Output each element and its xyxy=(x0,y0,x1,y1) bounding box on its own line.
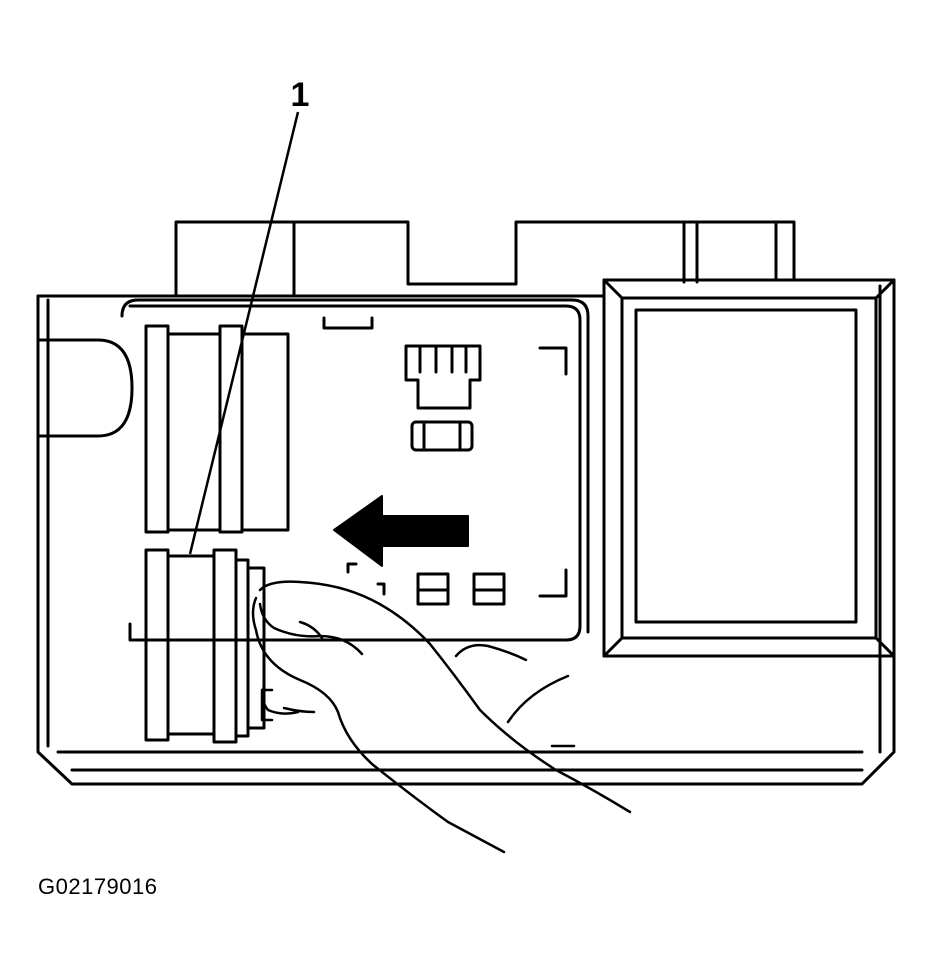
side-bump xyxy=(38,338,134,438)
module-housing xyxy=(36,280,896,786)
figure-id: G02179016 xyxy=(38,874,158,899)
comb-connector xyxy=(404,344,482,452)
hand xyxy=(251,580,632,854)
callout-label-1: 1 xyxy=(291,76,310,114)
upper-relay-row xyxy=(144,324,290,534)
removal-direction-arrow xyxy=(333,495,469,567)
corner-brackets xyxy=(538,346,568,598)
fuse-well xyxy=(120,298,590,642)
mini-fuses xyxy=(346,562,506,606)
callout-leader-line xyxy=(188,111,300,555)
top-connector-tabs xyxy=(174,220,796,298)
right-compartment xyxy=(602,278,896,658)
relay-being-removed xyxy=(144,548,266,744)
